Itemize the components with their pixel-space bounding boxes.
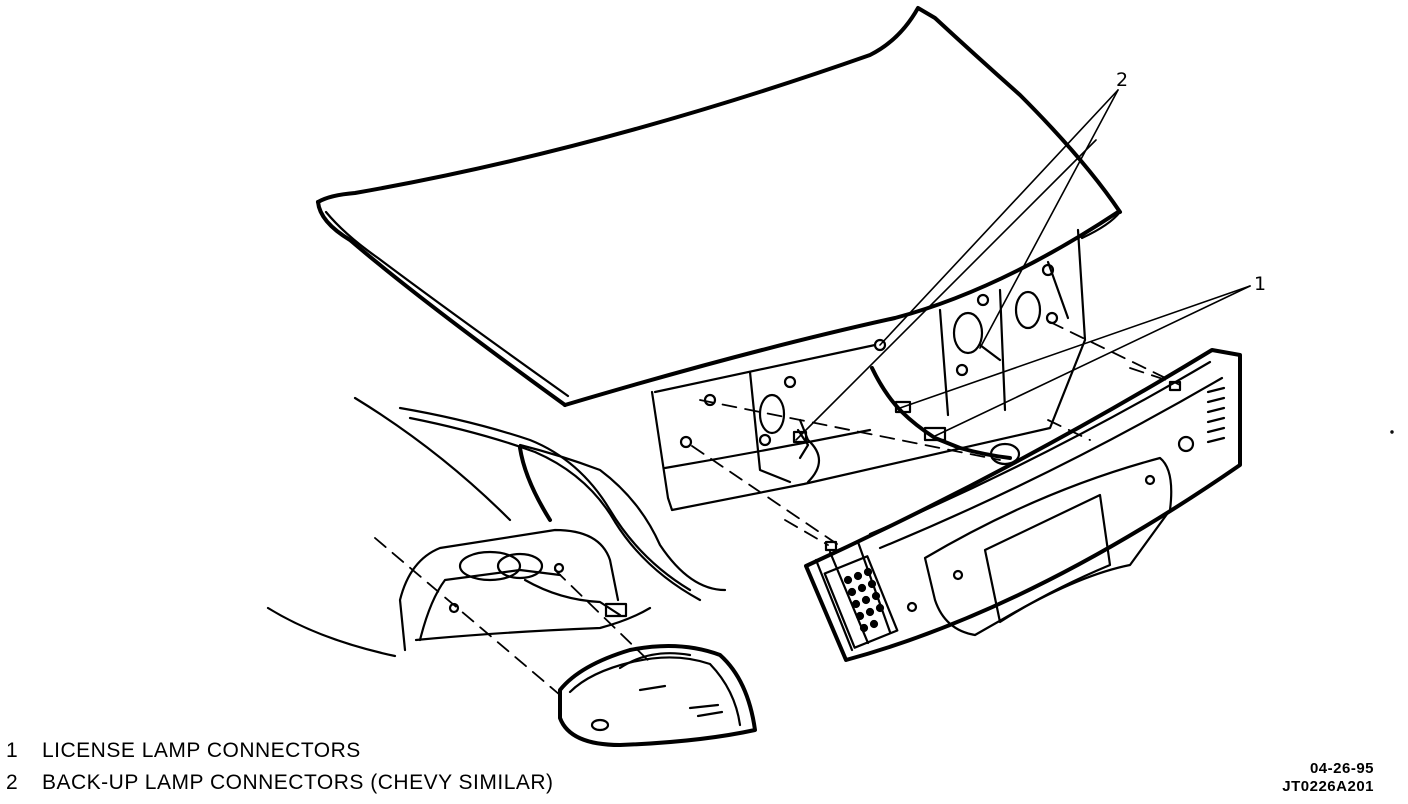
lamp-lens-grid (823, 555, 899, 649)
callout-label-1: 1 (1254, 273, 1266, 295)
right-lamp-vents (1206, 386, 1226, 444)
legend-number: 2 (6, 771, 19, 794)
rear-panel (650, 228, 1087, 512)
drawing-code-stamp: 04-26-95 JT0226A201 (1282, 760, 1374, 796)
drawing-date: 04-26-95 (1309, 760, 1374, 777)
legend-number: 1 (6, 739, 19, 762)
drawing-id: JT0226A201 (1282, 778, 1374, 795)
quarter-panel (266, 396, 727, 658)
tail-lamp-panel (804, 348, 1242, 662)
legend-item: 2 BACK-UP LAMP CONNECTORS (CHEVY SIMILAR… (6, 767, 554, 799)
legend-text: BACK-UP LAMP CONNECTORS (CHEVY SIMILAR) (42, 771, 554, 794)
stray-dot (1390, 430, 1394, 434)
legend-text: LICENSE LAMP CONNECTORS (42, 739, 361, 762)
left-tail-lamp (558, 644, 757, 747)
callout-legend: 1 LICENSE LAMP CONNECTORS 2 BACK-UP LAMP… (6, 735, 554, 799)
alignment-lines (374, 321, 1181, 696)
lamp-harness (792, 343, 1021, 466)
legend-item: 1 LICENSE LAMP CONNECTORS (6, 735, 554, 767)
callout-label-2: 2 (1116, 69, 1128, 91)
callout-leaders (795, 89, 1251, 441)
trunk-lid (316, 6, 1122, 407)
